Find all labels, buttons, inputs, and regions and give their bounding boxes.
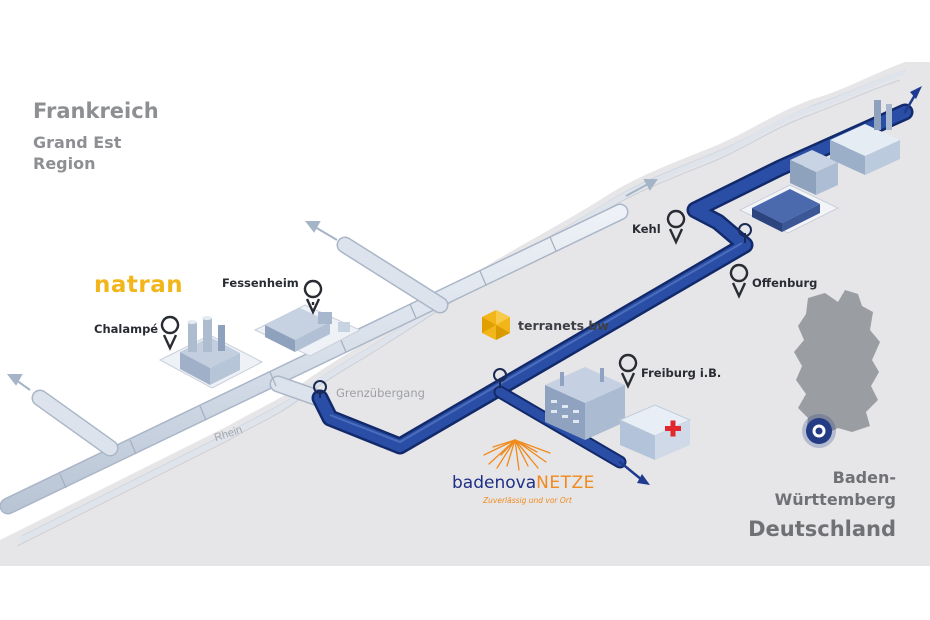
industrial-site-fessenheim (253, 304, 362, 357)
industrial-building-freiburg (545, 367, 625, 440)
flow-arrows-existing (6, 179, 658, 391)
industrial-site-chalampe (158, 316, 264, 389)
germany-outline-map (794, 290, 880, 436)
pipe-highlight (329, 242, 743, 444)
badenova-logo-mark (483, 439, 551, 471)
place-label-freiburg: Freiburg i.B. (641, 366, 722, 380)
map-pin-icon (729, 263, 749, 299)
map-pin-icon (303, 279, 323, 315)
place-label-chalampe: Chalampé (94, 322, 159, 336)
state-label-line1: Baden- (832, 468, 896, 487)
place-label-kehl: Kehl (632, 222, 661, 236)
natran-logo: natran (94, 272, 184, 298)
terranets-logo-mark (482, 310, 510, 340)
border-crossing-label: Grenzübergang (336, 386, 425, 400)
arrow-icon (910, 86, 922, 99)
terranets-logo-text: terranets bw (518, 318, 609, 333)
valve-icon (493, 368, 507, 388)
place-label-fessenheim: Fessenheim (222, 276, 299, 290)
place-label-offenburg: Offenburg (752, 276, 818, 290)
existing-pipeline-france (0, 203, 629, 515)
region-marker-baden-wuerttemberg (802, 414, 836, 448)
map-pin-icon (666, 209, 686, 245)
badenova-main-text: badenova (452, 473, 537, 493)
valve-icon (313, 380, 327, 398)
region-label-region: Region (33, 154, 96, 173)
hydrogen-pipeline (311, 93, 917, 482)
state-label-line2: Württemberg (774, 490, 896, 509)
industrial-complex-kehl (738, 100, 900, 234)
map-pin-icon (618, 353, 638, 389)
hospital-building (618, 404, 692, 460)
country-label-france: Frankreich (33, 99, 159, 123)
map-pin-icon (160, 315, 180, 351)
badenova-logo-text: badenovaNETZE (452, 473, 595, 493)
germany-land (0, 62, 930, 566)
country-label-germany: Deutschland (748, 517, 896, 541)
badenova-tagline: Zuverlässig und vor Ort (483, 496, 572, 505)
valve-icon (738, 223, 752, 243)
badenova-netze-text: NETZE (536, 473, 595, 493)
region-label-grand-est: Grand Est (33, 133, 122, 152)
arrow-icon (637, 474, 650, 485)
